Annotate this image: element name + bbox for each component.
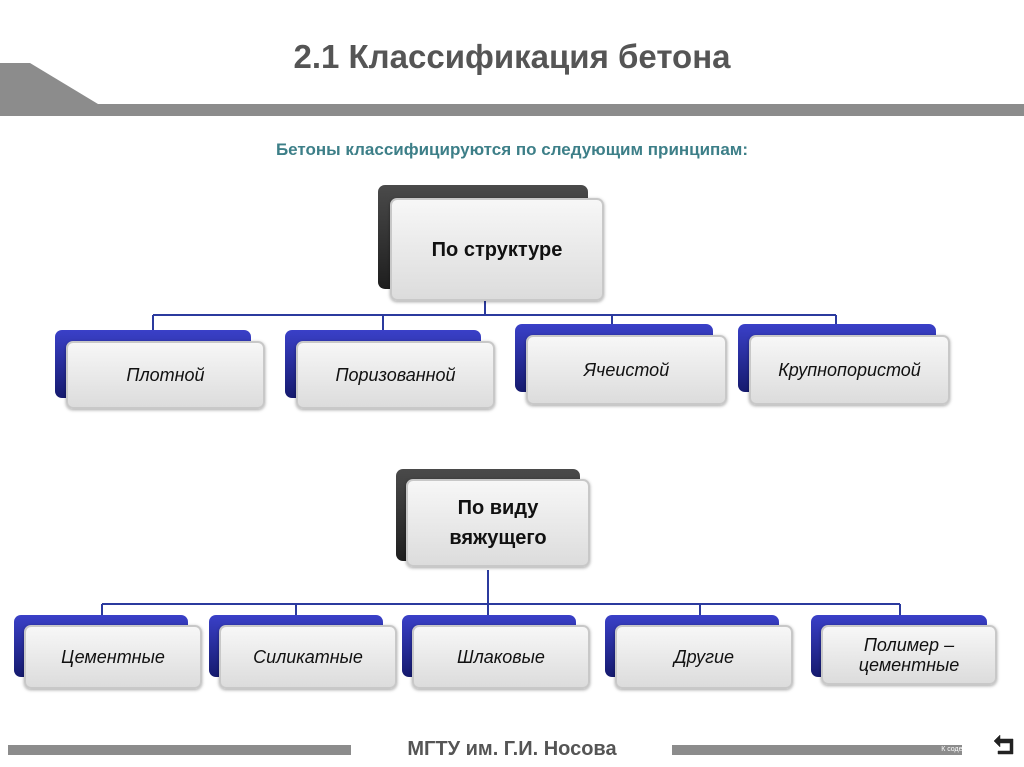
node-polymer-cement: Полимер – цементные	[811, 615, 1001, 691]
node-label: Крупнопористой	[749, 335, 950, 405]
header-tab-shape	[0, 63, 100, 116]
footer-bar-left	[8, 745, 351, 755]
node-large-porous: Крупнопористой	[738, 324, 952, 408]
node-by-binder: По виду вяжущего	[396, 469, 594, 573]
node-label: Цементные	[24, 625, 202, 689]
node-cellular: Ячеистой	[515, 324, 729, 408]
page-title: 2.1 Классификация бетона	[293, 38, 731, 75]
node-dense: Плотной	[55, 330, 267, 412]
node-label: Поризованной	[296, 341, 495, 409]
footer-institution: МГТУ им. Г.И. Носова	[407, 738, 617, 760]
node-silicate: Силикатные	[209, 615, 397, 691]
node-label: Ячеистой	[526, 335, 727, 405]
node-label: Полимер – цементные	[821, 625, 997, 685]
header-bar	[0, 104, 1024, 116]
node-label: Плотной	[66, 341, 265, 409]
subtitle: Бетоны классифицируются по следующим при…	[275, 140, 749, 159]
node-label: Шлаковые	[412, 625, 590, 689]
return-arrow-icon[interactable]	[992, 733, 1016, 757]
contents-link[interactable]: К содержанию	[941, 746, 988, 753]
node-label: По виду вяжущего	[406, 479, 590, 567]
node-cement: Цементные	[14, 615, 202, 691]
node-label: По структуре	[390, 198, 604, 301]
node-label: Другие	[615, 625, 793, 689]
node-other: Другие	[605, 615, 793, 691]
node-by-structure: По структуре	[378, 185, 604, 303]
node-slag: Шлаковые	[402, 615, 590, 691]
footer-bar-right	[672, 745, 962, 755]
node-porous: Поризованной	[285, 330, 497, 412]
node-label: Силикатные	[219, 625, 397, 689]
